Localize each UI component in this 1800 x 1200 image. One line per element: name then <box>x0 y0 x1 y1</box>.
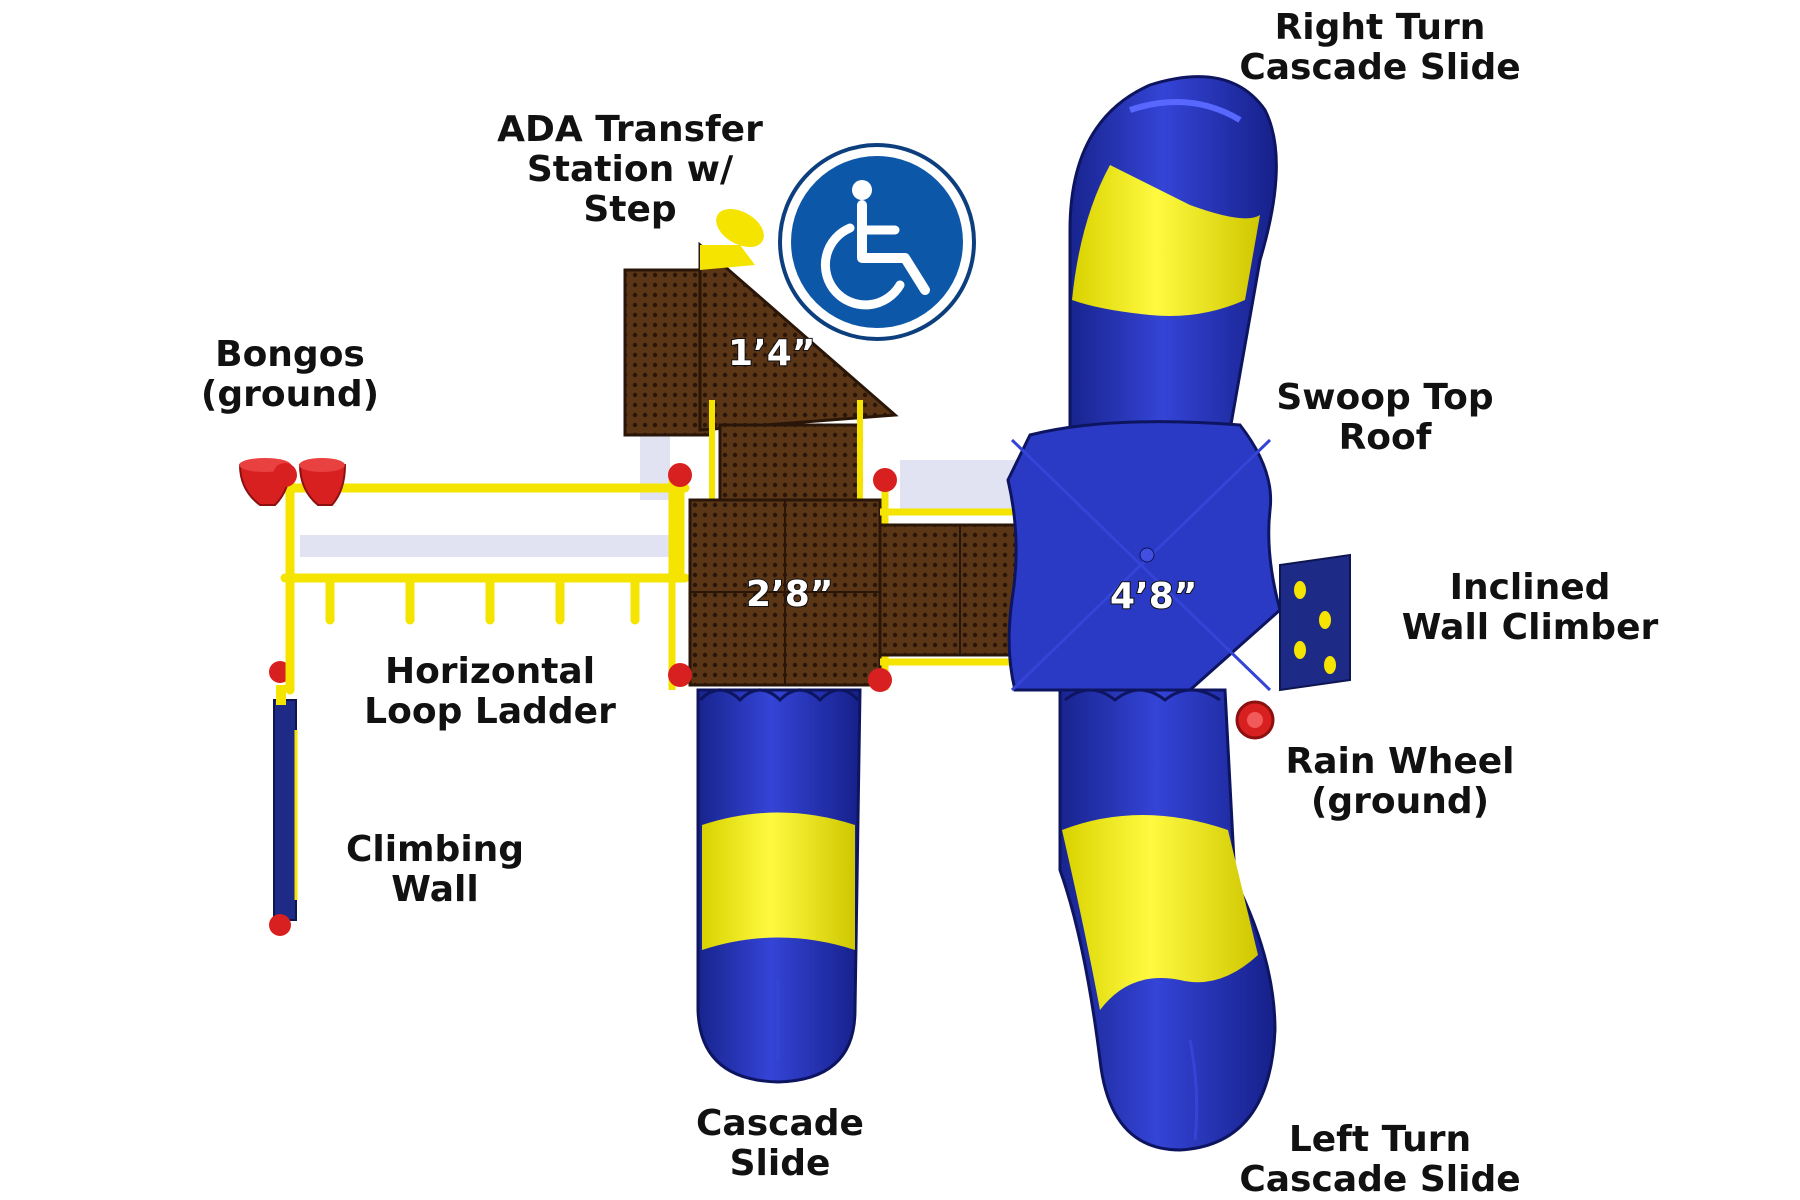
post-cap <box>269 914 291 936</box>
inclined-wall-climber <box>1279 553 1351 692</box>
wheelchair-icon <box>778 143 976 341</box>
cascade-slide <box>696 688 862 1084</box>
post-cap <box>868 668 892 692</box>
ada-transfer-station <box>623 209 899 517</box>
label-rain-wheel: Rain Wheel(ground) <box>1285 741 1515 822</box>
post-cap <box>668 663 692 687</box>
bongos <box>238 458 347 506</box>
left-turn-cascade-slide <box>1058 688 1277 1152</box>
right-turn-cascade-slide <box>1068 75 1278 432</box>
deck-height-main: 2’8” <box>745 573 834 616</box>
deck-height-tower: 4’8” <box>1109 575 1198 618</box>
post-cap <box>668 463 692 487</box>
deck-height-transfer: 1’4” <box>727 332 816 375</box>
post-cap <box>273 463 297 487</box>
swoop-top-roof <box>1006 420 1282 692</box>
climbing-wall <box>269 661 298 936</box>
post-cap <box>873 468 897 492</box>
label-bongos: Bongos(ground) <box>200 334 380 415</box>
main-deck <box>668 463 897 692</box>
horizontal-loop-ladder <box>280 475 690 695</box>
